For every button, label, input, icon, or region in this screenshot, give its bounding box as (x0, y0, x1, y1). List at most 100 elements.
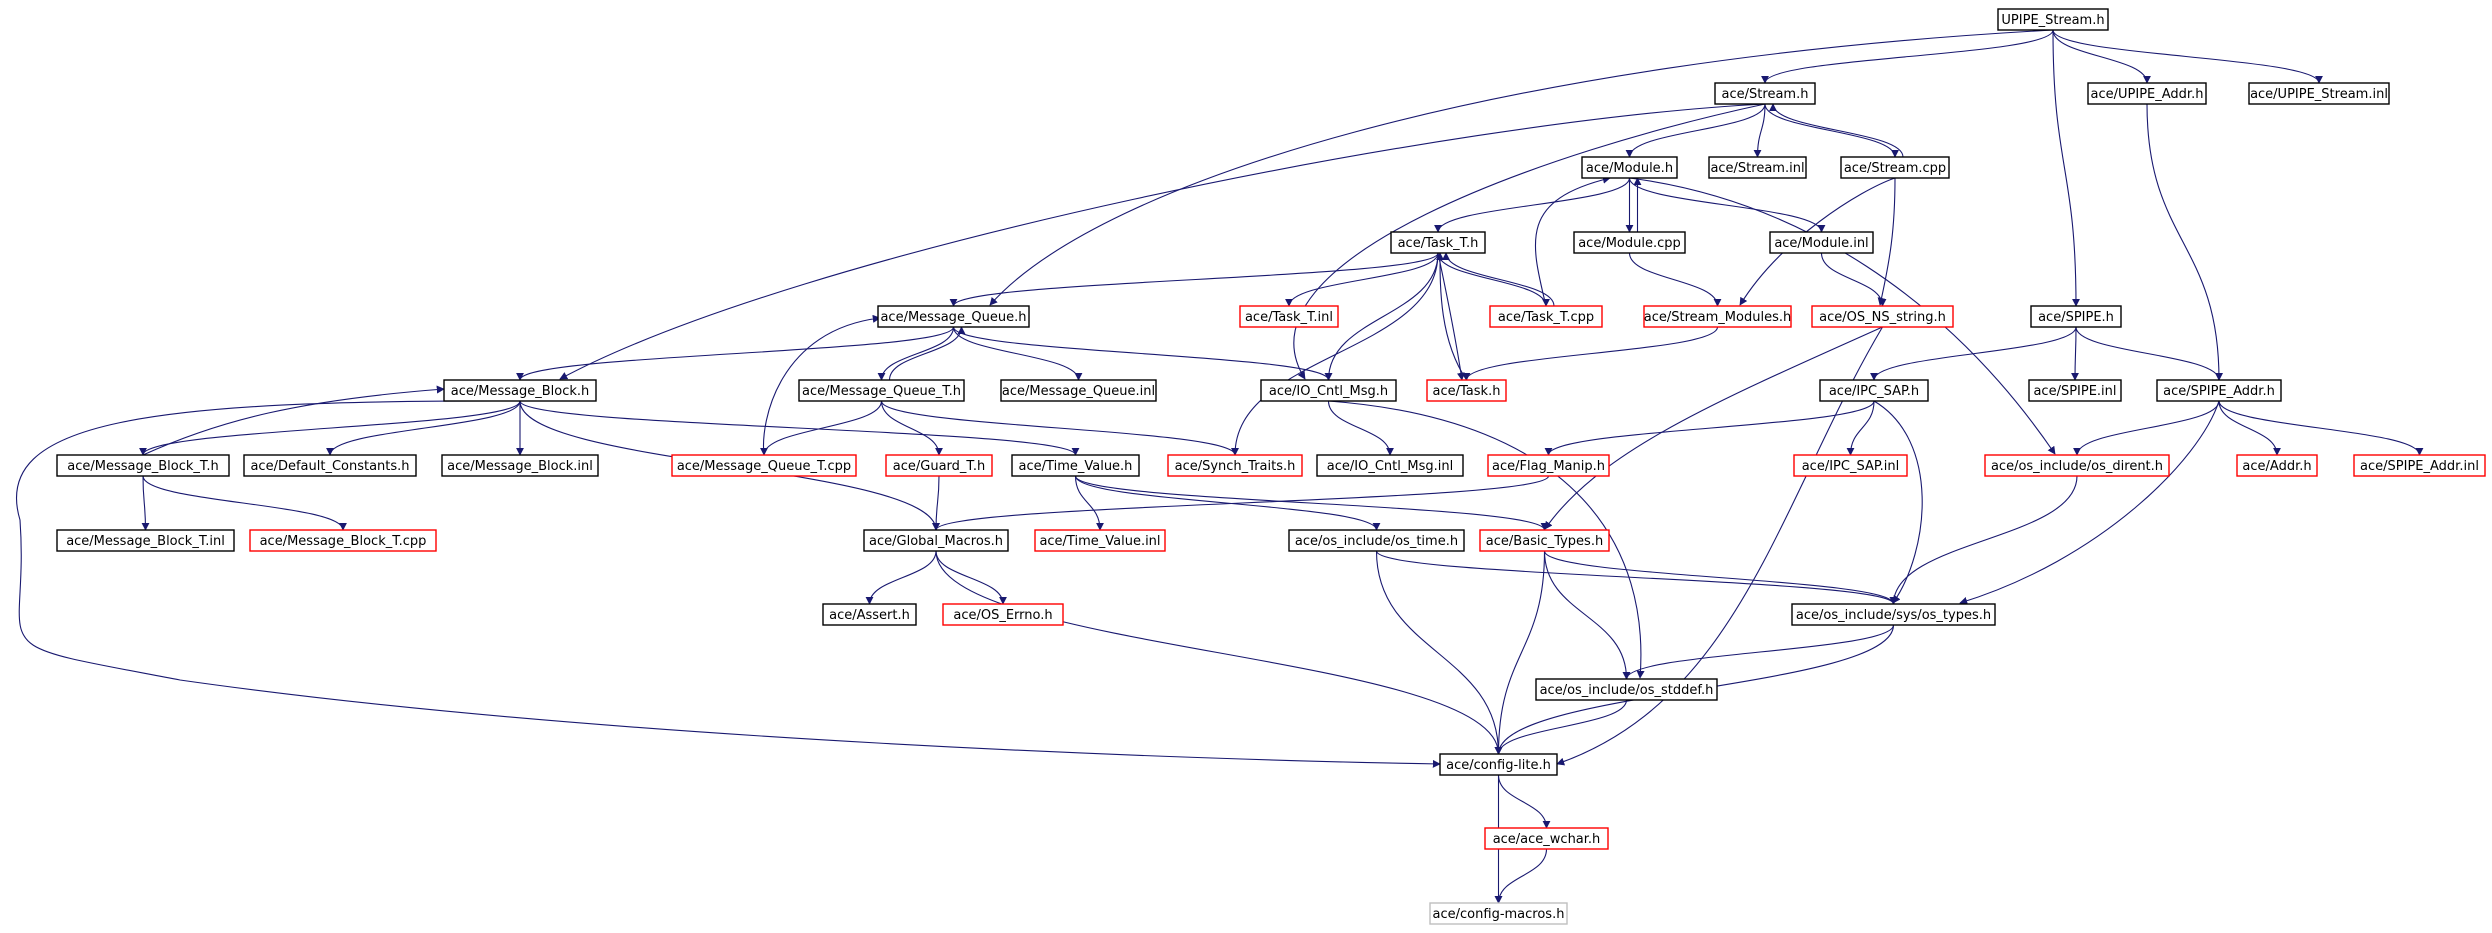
node-spipe-addr-h[interactable]: ace/SPIPE_Addr.h (2156, 379, 2282, 402)
edge-ipc-sap-h-to-os-types-h (1873, 400, 1923, 604)
node-task-t-h[interactable]: ace/Task_T.h (1390, 231, 1486, 254)
node-io-cntl-msg-inl[interactable]: ace/IO_Cntl_Msg.inl (1316, 454, 1464, 477)
node-spipe-addr-inl[interactable]: ace/SPIPE_Addr.inl (2353, 454, 2486, 477)
node-label: ace/Task_T.h (1398, 236, 1479, 251)
edge-stream-h-to-io-cntl-msg-h (1293, 103, 1766, 380)
node-time-value-h[interactable]: ace/Time_Value.h (1011, 454, 1140, 477)
node-message-queue-t-h[interactable]: ace/Message_Queue_T.h (798, 379, 965, 402)
edge-message-queue-h-to-message-queue-t-h (877, 326, 955, 381)
node-box (1479, 529, 1610, 552)
node-box (1426, 379, 1507, 402)
node-stream-h[interactable]: ace/Stream.h (1714, 82, 1816, 105)
node-ipc-sap-inl[interactable]: ace/IPC_SAP.inl (1793, 454, 1908, 477)
node-message-block-t-inl[interactable]: ace/Message_Block_T.inl (56, 529, 235, 552)
edge-message-block-t-h-to-message-block-t-inl (141, 475, 150, 531)
node-label: ace/Time_Value.inl (1039, 534, 1160, 549)
edge-upipe-addr-h-to-spipe-addr-h (2146, 103, 2223, 381)
node-upipe-stream-inl[interactable]: ace/UPIPE_Stream.inl (2248, 82, 2390, 105)
node-message-block-t-cpp[interactable]: ace/Message_Block_T.cpp (249, 529, 437, 552)
edge-message-queue-t-h-to-guard-t-h (880, 400, 943, 456)
node-box (1260, 379, 1397, 402)
node-module-inl[interactable]: ace/Module.inl (1769, 231, 1874, 254)
node-module-h[interactable]: ace/Module.h (1581, 156, 1678, 179)
nodes-layer: UPIPE_Stream.h ace/Stream.h ace/UPIPE_Addr… (56, 8, 2486, 925)
node-box (2087, 82, 2207, 105)
node-upipe-addr-h[interactable]: ace/UPIPE_Addr.h (2087, 82, 2207, 105)
node-message-queue-t-cpp[interactable]: ace/Message_Queue_T.cpp (671, 454, 857, 477)
node-label: ace/Default_Constants.h (250, 459, 409, 474)
edge-stream-cpp-to-stream-h (1769, 103, 1904, 158)
edge-root-to-upipe-addr-h (2052, 29, 2151, 84)
node-task-h[interactable]: ace/Task.h (1426, 379, 1507, 402)
edge-time-value-h-to-basic-types-h (1074, 475, 1549, 531)
node-os-errno-h[interactable]: ace/OS_Errno.h (942, 603, 1064, 626)
node-default-constants-h[interactable]: ace/Default_Constants.h (243, 454, 417, 477)
node-box (1239, 305, 1339, 328)
edge-ipc-sap-h-to-flag-manip-h (1544, 400, 1875, 456)
node-stream-inl[interactable]: ace/Stream.inl (1708, 156, 1807, 179)
node-label: ace/os_include/os_time.h (1295, 534, 1458, 549)
node-synch-traits-h[interactable]: ace/Synch_Traits.h (1167, 454, 1303, 477)
node-root[interactable]: UPIPE_Stream.h (1997, 8, 2109, 31)
node-os-stddef-h[interactable]: ace/os_include/os_stddef.h (1535, 678, 1718, 701)
edge-stream-h-to-stream-inl (1753, 103, 1766, 158)
node-label: ace/Message_Block.inl (447, 459, 593, 474)
edge-spipe-addr-h-to-addr-h (2218, 400, 2281, 456)
edge-root-to-spipe-h (2052, 29, 2080, 307)
node-message-block-t-h[interactable]: ace/Message_Block_T.h (56, 454, 230, 477)
node-box (2030, 305, 2122, 328)
node-os-ns-string-h[interactable]: ace/OS_NS_string.h (1811, 305, 1954, 328)
node-label: ace/Module.inl (1774, 236, 1868, 251)
node-ace-wchar-h[interactable]: ace/ace_wchar.h (1484, 827, 1609, 850)
node-message-block-h[interactable]: ace/Message_Block.h (443, 379, 597, 402)
node-task-t-inl[interactable]: ace/Task_T.inl (1239, 305, 1339, 328)
node-spipe-h[interactable]: ace/SPIPE.h (2030, 305, 2122, 328)
node-guard-t-h[interactable]: ace/Guard_T.h (885, 454, 993, 477)
node-message-queue-inl[interactable]: ace/Message_Queue.inl (1000, 379, 1157, 402)
node-ipc-sap-h[interactable]: ace/IPC_SAP.h (1819, 379, 1929, 402)
node-basic-types-h[interactable]: ace/Basic_Types.h (1479, 529, 1610, 552)
node-box (1997, 8, 2109, 31)
node-box (441, 454, 599, 477)
node-label: ace/Time_Value.h (1019, 459, 1133, 474)
node-box (1011, 454, 1140, 477)
node-label: ace/Guard_T.h (893, 459, 985, 474)
node-label: ace/os_include/os_dirent.h (1991, 459, 2163, 474)
node-box (1791, 603, 1996, 626)
node-label: ace/Message_Queue.h (880, 310, 1026, 325)
node-config-macros-h[interactable]: ace/config-macros.h (1429, 902, 1568, 925)
node-global-macros-h[interactable]: ace/Global_Macros.h (863, 529, 1009, 552)
edge-spipe-addr-h-to-spipe-addr-inl (2218, 400, 2424, 456)
edge-root-to-message-queue-h (989, 29, 2054, 306)
node-time-value-inl[interactable]: ace/Time_Value.inl (1034, 529, 1166, 552)
node-stream-cpp[interactable]: ace/Stream.cpp (1840, 156, 1950, 179)
node-spipe-inl[interactable]: ace/SPIPE.inl (2028, 379, 2122, 402)
node-os-dirent-h[interactable]: ace/os_include/os_dirent.h (1984, 454, 2170, 477)
node-flag-manip-h[interactable]: ace/Flag_Manip.h (1487, 454, 1610, 477)
node-label: ace/Addr.h (2242, 459, 2311, 474)
node-stream-modules-h[interactable]: ace/Stream_Modules.h (1643, 305, 1792, 328)
node-io-cntl-msg-h[interactable]: ace/IO_Cntl_Msg.h (1260, 379, 1397, 402)
node-box (1390, 231, 1486, 254)
node-os-time-h[interactable]: ace/os_include/os_time.h (1288, 529, 1465, 552)
edges-layer (15, 29, 2424, 904)
edge-config-lite-h-to-ace-wchar-h (1497, 774, 1551, 829)
node-message-queue-h[interactable]: ace/Message_Queue.h (877, 305, 1030, 328)
node-label: ace/IO_Cntl_Msg.h (1269, 384, 1388, 399)
node-message-block-inl[interactable]: ace/Message_Block.inl (441, 454, 599, 477)
node-config-lite-h[interactable]: ace/config-lite.h (1439, 753, 1558, 776)
edge-io-cntl-msg-h-to-io-cntl-msg-inl (1327, 400, 1394, 456)
node-label: ace/Synch_Traits.h (1175, 459, 1296, 474)
node-addr-h[interactable]: ace/Addr.h (2236, 454, 2318, 477)
node-label: ace/IPC_SAP.inl (1802, 459, 1900, 474)
node-box (1487, 454, 1610, 477)
edge-message-queue-h-to-io-cntl-msg-h (952, 326, 1333, 381)
node-os-types-h[interactable]: ace/os_include/sys/os_types.h (1791, 603, 1996, 626)
node-box (1840, 156, 1950, 179)
node-assert-h[interactable]: ace/Assert.h (822, 603, 917, 626)
node-label: ace/Message_Block_T.h (67, 459, 218, 474)
node-task-t-cpp[interactable]: ace/Task_T.cpp (1489, 305, 1603, 328)
edge-stream-h-to-module-h (1625, 103, 1766, 158)
node-module-cpp[interactable]: ace/Module.cpp (1573, 231, 1686, 254)
